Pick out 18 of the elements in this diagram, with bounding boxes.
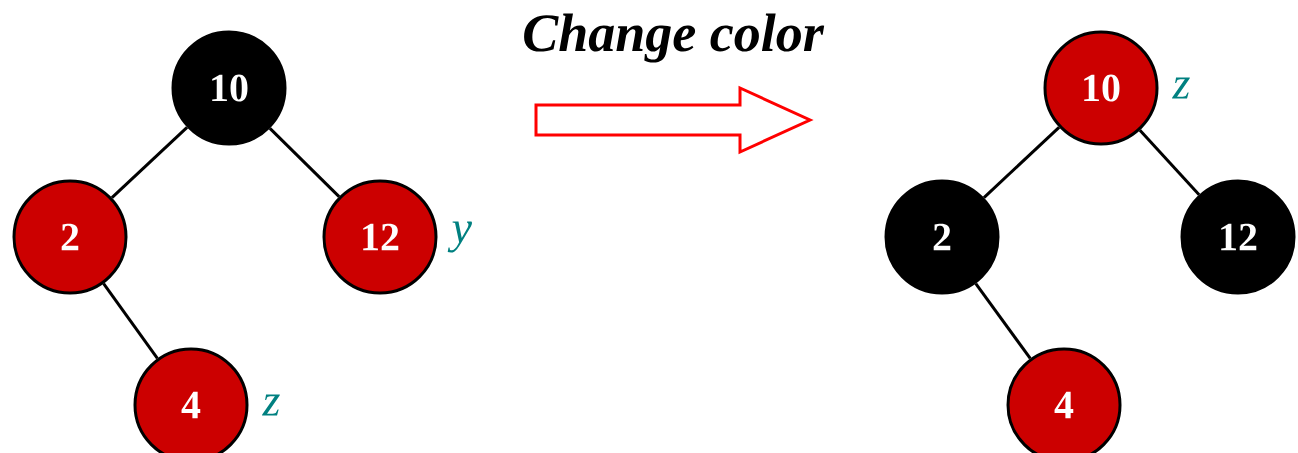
heading: Change color [524,13,825,63]
node-label: y [447,221,472,253]
tree-node: 10 [171,30,287,146]
tree-edge [1138,129,1201,196]
tree-edge [268,127,341,198]
tree-edge [974,282,1032,360]
node-label: z [1172,77,1190,99]
tree-node: 4 [1006,347,1122,453]
tree-node: 2 [12,179,128,295]
tree-edge [982,126,1061,199]
tree-node: 12 [1180,179,1296,295]
tree-node: 2 [884,179,1000,295]
node-label: z [262,394,280,416]
tree-node: 10 [1043,30,1159,146]
tree-edge [102,282,159,360]
tree-edge [110,126,189,199]
tree-node: 4 [133,347,249,453]
tree-node: 12 [322,179,438,295]
